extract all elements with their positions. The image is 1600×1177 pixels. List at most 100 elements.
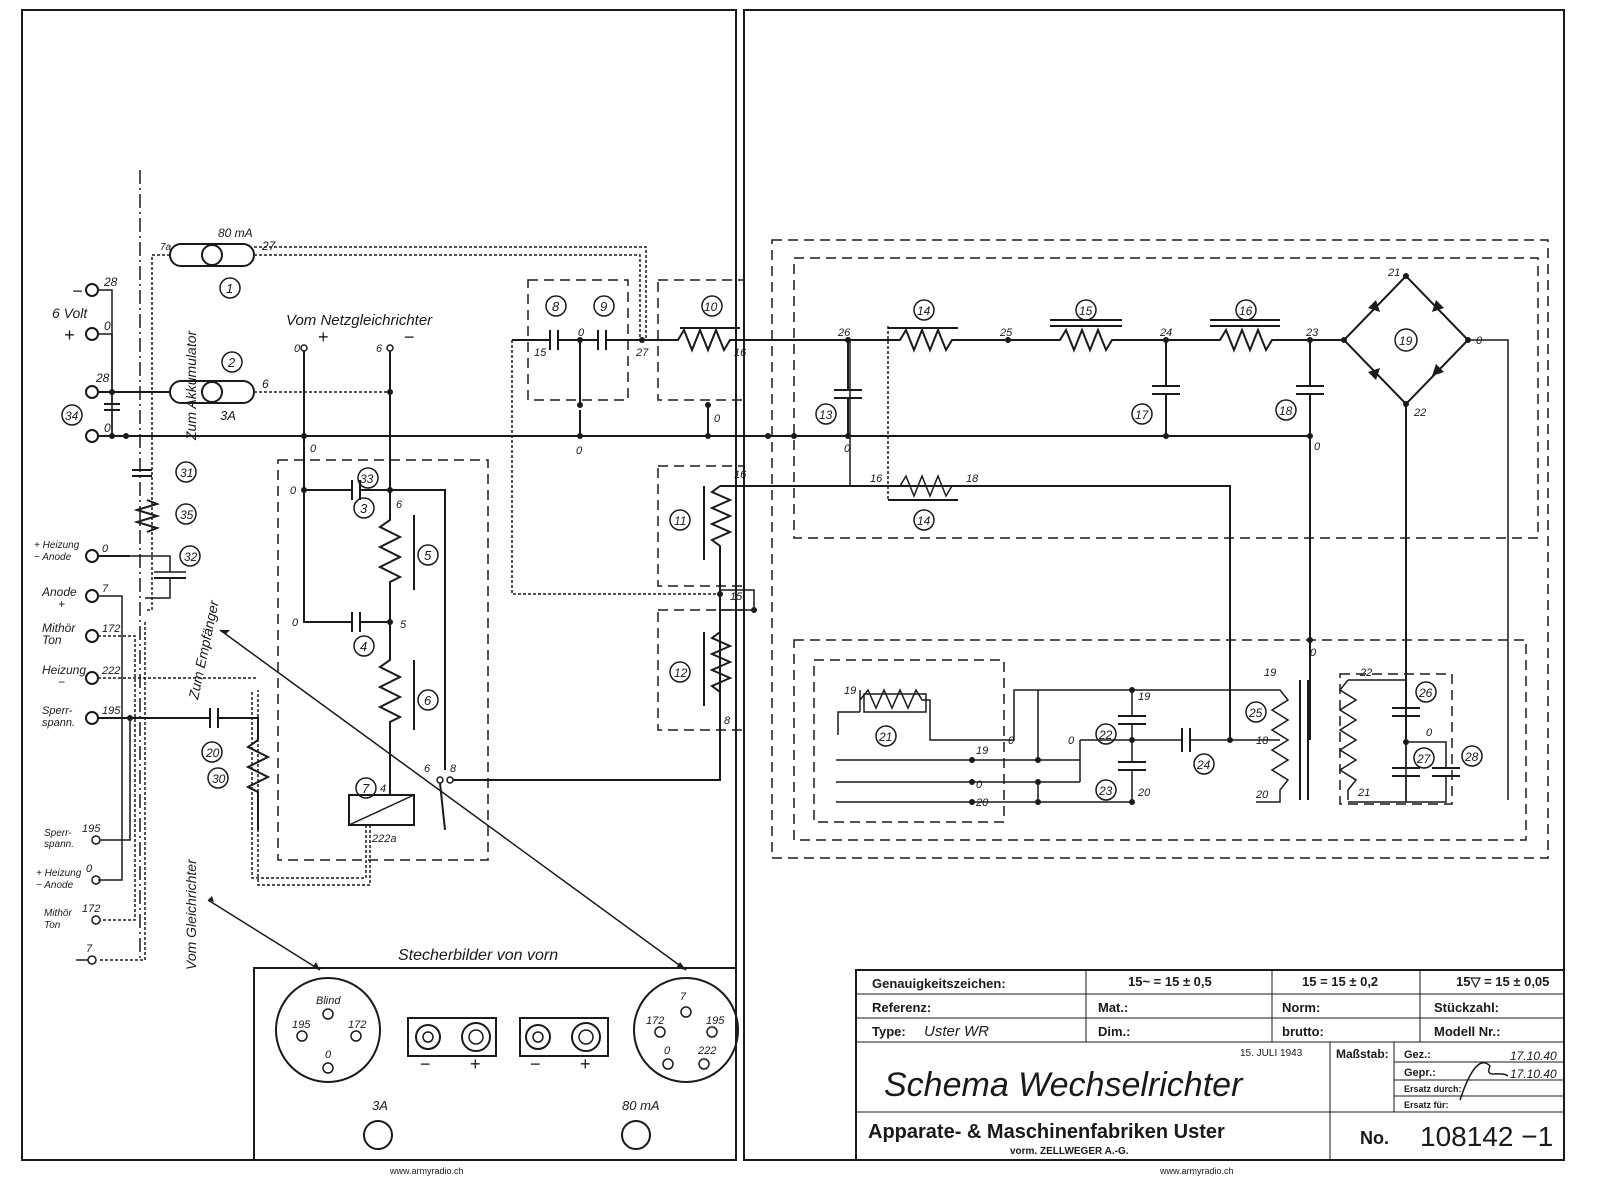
choke-box-11 <box>657 465 745 587</box>
svg-text:+ Heizung: + Heizung <box>36 868 82 879</box>
svg-text:172: 172 <box>348 1019 366 1031</box>
svg-text:21: 21 <box>1387 267 1400 279</box>
svg-text:8: 8 <box>724 715 731 727</box>
svg-text:0: 0 <box>576 445 583 457</box>
svg-text:19: 19 <box>1264 667 1276 679</box>
svg-text:− Anode: − Anode <box>34 552 72 563</box>
svg-text:24: 24 <box>1196 758 1211 772</box>
filter-box <box>793 257 1539 539</box>
svg-text:Mithör: Mithör <box>42 621 76 635</box>
svg-text:0: 0 <box>86 863 93 875</box>
svg-text:15~ = 15 ± 0,5: 15~ = 15 ± 0,5 <box>1128 974 1212 989</box>
zum-empfaenger-label: Zum Empfänger <box>185 598 222 702</box>
svg-text:Sperr-: Sperr- <box>42 705 73 717</box>
type-value: Uster WR <box>924 1023 989 1040</box>
vom-gleichrichter-label: Vom Gleichrichter <box>183 858 199 970</box>
svg-text:23: 23 <box>1098 784 1113 798</box>
svg-text:−: − <box>58 675 65 689</box>
terminal-label: + <box>64 325 75 345</box>
svg-text:9: 9 <box>600 299 607 314</box>
svg-text:+ Heizung: + Heizung <box>34 540 80 551</box>
svg-text:195: 195 <box>706 1015 725 1027</box>
svg-text:0: 0 <box>294 343 301 355</box>
svg-text:spann.: spann. <box>42 717 75 729</box>
svg-text:3A: 3A <box>372 1098 388 1113</box>
svg-text:0: 0 <box>1426 727 1433 739</box>
svg-text:34: 34 <box>65 409 79 423</box>
svg-text:Mithör: Mithör <box>44 908 72 919</box>
svg-text:0: 0 <box>1314 441 1321 453</box>
fuse-80ma-hole <box>621 1120 651 1150</box>
secondary-box <box>1339 673 1453 805</box>
svg-text:Heizung: Heizung <box>42 663 86 677</box>
svg-text:6: 6 <box>424 693 432 708</box>
svg-text:19: 19 <box>1138 691 1150 703</box>
svg-text:8: 8 <box>552 299 560 314</box>
plug-panel: Stecherbilder von vorn Blind 195 172 0 −… <box>253 947 739 1161</box>
signature <box>1459 1062 1509 1101</box>
minus-sign: − <box>404 327 415 347</box>
svg-text:4: 4 <box>380 783 386 795</box>
svg-text:13: 13 <box>819 408 833 422</box>
svg-text:31: 31 <box>180 466 193 480</box>
left-plug-socket <box>275 977 381 1083</box>
svg-text:19: 19 <box>844 685 856 697</box>
svg-text:Genauigkeitszeichen:: Genauigkeitszeichen: <box>872 976 1006 991</box>
svg-text:222: 222 <box>697 1045 716 1057</box>
battery-terminals: − 28 6 Volt + 0 28 0 34 <box>52 275 118 443</box>
svg-text:23: 23 <box>1305 327 1319 339</box>
battery-volt-label: 6 Volt <box>52 305 88 321</box>
svg-text:22: 22 <box>1359 667 1372 679</box>
svg-text:11: 11 <box>674 514 686 528</box>
svg-text:0: 0 <box>310 443 317 455</box>
jack-pair-2 <box>519 1017 609 1057</box>
svg-text:7a: 7a <box>160 242 172 253</box>
watermark: www.armyradio.ch <box>389 1166 464 1176</box>
svg-text:Type:: Type: <box>872 1024 906 1039</box>
svg-text:16: 16 <box>870 473 883 485</box>
fuse-3a: 3A 6 2 <box>169 351 269 423</box>
svg-text:5: 5 <box>424 548 432 563</box>
svg-text:15 = 15 ± 0,2: 15 = 15 ± 0,2 <box>1302 974 1378 989</box>
company-subtitle: vorm. ZELLWEGER A.-G. <box>1010 1146 1129 1157</box>
svg-text:Maßstab:: Maßstab: <box>1336 1047 1389 1061</box>
svg-text:0: 0 <box>290 485 297 497</box>
svg-text:Ton: Ton <box>42 633 62 647</box>
svg-text:7: 7 <box>86 943 93 955</box>
svg-text:0: 0 <box>1008 735 1015 747</box>
svg-text:17: 17 <box>1135 408 1150 422</box>
svg-text:15: 15 <box>534 347 547 359</box>
svg-text:16: 16 <box>734 347 747 359</box>
svg-text:Referenz:: Referenz: <box>872 1000 931 1015</box>
svg-text:Stückzahl:: Stückzahl: <box>1434 1000 1499 1015</box>
svg-text:Ersatz für:: Ersatz für: <box>1404 1100 1449 1110</box>
svg-text:35: 35 <box>180 508 194 522</box>
svg-text:17.10.40: 17.10.40 <box>1510 1049 1557 1063</box>
svg-text:20: 20 <box>1137 787 1151 799</box>
svg-text:80 mA: 80 mA <box>622 1098 660 1113</box>
terminal-number: 28 <box>95 371 110 385</box>
svg-text:0: 0 <box>1476 335 1483 347</box>
svg-text:25: 25 <box>1248 706 1263 720</box>
svg-text:0: 0 <box>1310 647 1317 659</box>
svg-text:Blind: Blind <box>316 995 341 1007</box>
svg-text:Anode: Anode <box>41 585 77 599</box>
svg-text:Ton: Ton <box>44 920 61 931</box>
svg-text:16: 16 <box>1239 304 1253 318</box>
svg-text:195: 195 <box>82 823 101 835</box>
svg-text:195: 195 <box>292 1019 311 1031</box>
svg-text:3: 3 <box>360 501 368 516</box>
svg-text:16: 16 <box>734 469 747 481</box>
svg-text:18: 18 <box>966 473 979 485</box>
svg-text:15: 15 <box>1079 304 1093 318</box>
svg-text:32: 32 <box>184 550 198 564</box>
svg-text:172: 172 <box>646 1015 664 1027</box>
svg-text:21: 21 <box>878 730 892 744</box>
date-stamp: 15. JULI 1943 <box>1240 1048 1303 1059</box>
svg-text:0: 0 <box>664 1045 671 1057</box>
svg-text:25: 25 <box>999 327 1013 339</box>
svg-text:0: 0 <box>578 327 585 339</box>
rectifier-terminals: Sperr- spann. 195 + Heizung − Anode 0 Mi… <box>36 823 101 965</box>
svg-text:Ersatz durch:: Ersatz durch: <box>1404 1084 1462 1094</box>
svg-text:5: 5 <box>400 619 407 631</box>
